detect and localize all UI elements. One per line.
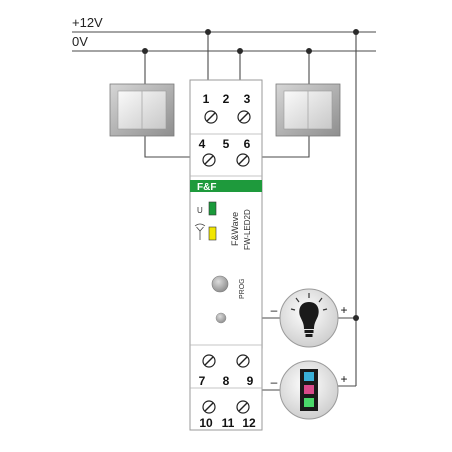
terminal-number-1: 1 [203,92,210,106]
junction-dot [306,48,312,54]
junction-dot [205,29,211,35]
strip-minus-label: – [271,375,278,389]
terminal-screw [236,153,250,167]
terminal-number-7: 7 [199,374,206,388]
product-name: F&Wave [230,212,240,246]
strip-plus-label: + [340,372,347,386]
rail-positive-label: +12V [72,15,103,30]
terminal-screw [202,153,216,167]
prog-button[interactable] [211,275,229,293]
terminal-number-9: 9 [247,374,254,388]
bulb-plus-label: + [340,303,347,317]
led-indicator-signal [208,226,217,241]
prog-label: PROG [239,278,246,299]
module-housing [189,79,263,431]
light-bulb-icon [290,293,328,337]
junction-dot [142,48,148,54]
terminal-screw [237,110,251,124]
terminal-number-8: 8 [223,374,230,388]
terminal-number-5: 5 [223,137,230,151]
status-led-icon [215,312,227,324]
bulb-load: – + [271,288,348,348]
terminal-screw [202,400,216,414]
bulb-minus-label: – [271,303,278,317]
terminal-number-2: 2 [223,92,230,106]
terminal-screw [236,354,250,368]
terminal-number-12: 12 [242,416,256,430]
junction-dot [353,29,359,35]
led-indicator-u [208,201,217,216]
terminal-number-4: 4 [199,137,206,151]
supply-rails: +12V 0V [72,15,376,52]
wire-right-switch-bottom [252,130,310,158]
junction-dot [353,315,359,321]
terminal-screw [236,400,250,414]
module: 1 2 3 4 5 6 F&F U F&Wave FW-LED2D PROG [189,79,263,431]
terminal-number-11: 11 [222,416,235,430]
wire-left-switch-bottom [144,130,202,158]
rail-ground-label: 0V [72,34,88,49]
terminal-screw [204,110,218,124]
terminal-number-10: 10 [199,416,213,430]
terminal-number-3: 3 [244,92,251,106]
terminal-number-6: 6 [244,137,251,151]
brand-band [190,180,262,192]
led-strip-icon [300,369,318,411]
brand-logo: F&F [197,182,216,193]
led-strip-load: – + [271,360,348,420]
junction-dot [237,48,243,54]
wall-switch-icon [275,83,341,137]
product-model: FW-LED2D [243,209,252,250]
indicator-u-label: U [197,206,203,215]
antenna-icon [194,223,206,240]
terminal-screw [202,354,216,368]
wall-switch-icon [109,83,175,137]
